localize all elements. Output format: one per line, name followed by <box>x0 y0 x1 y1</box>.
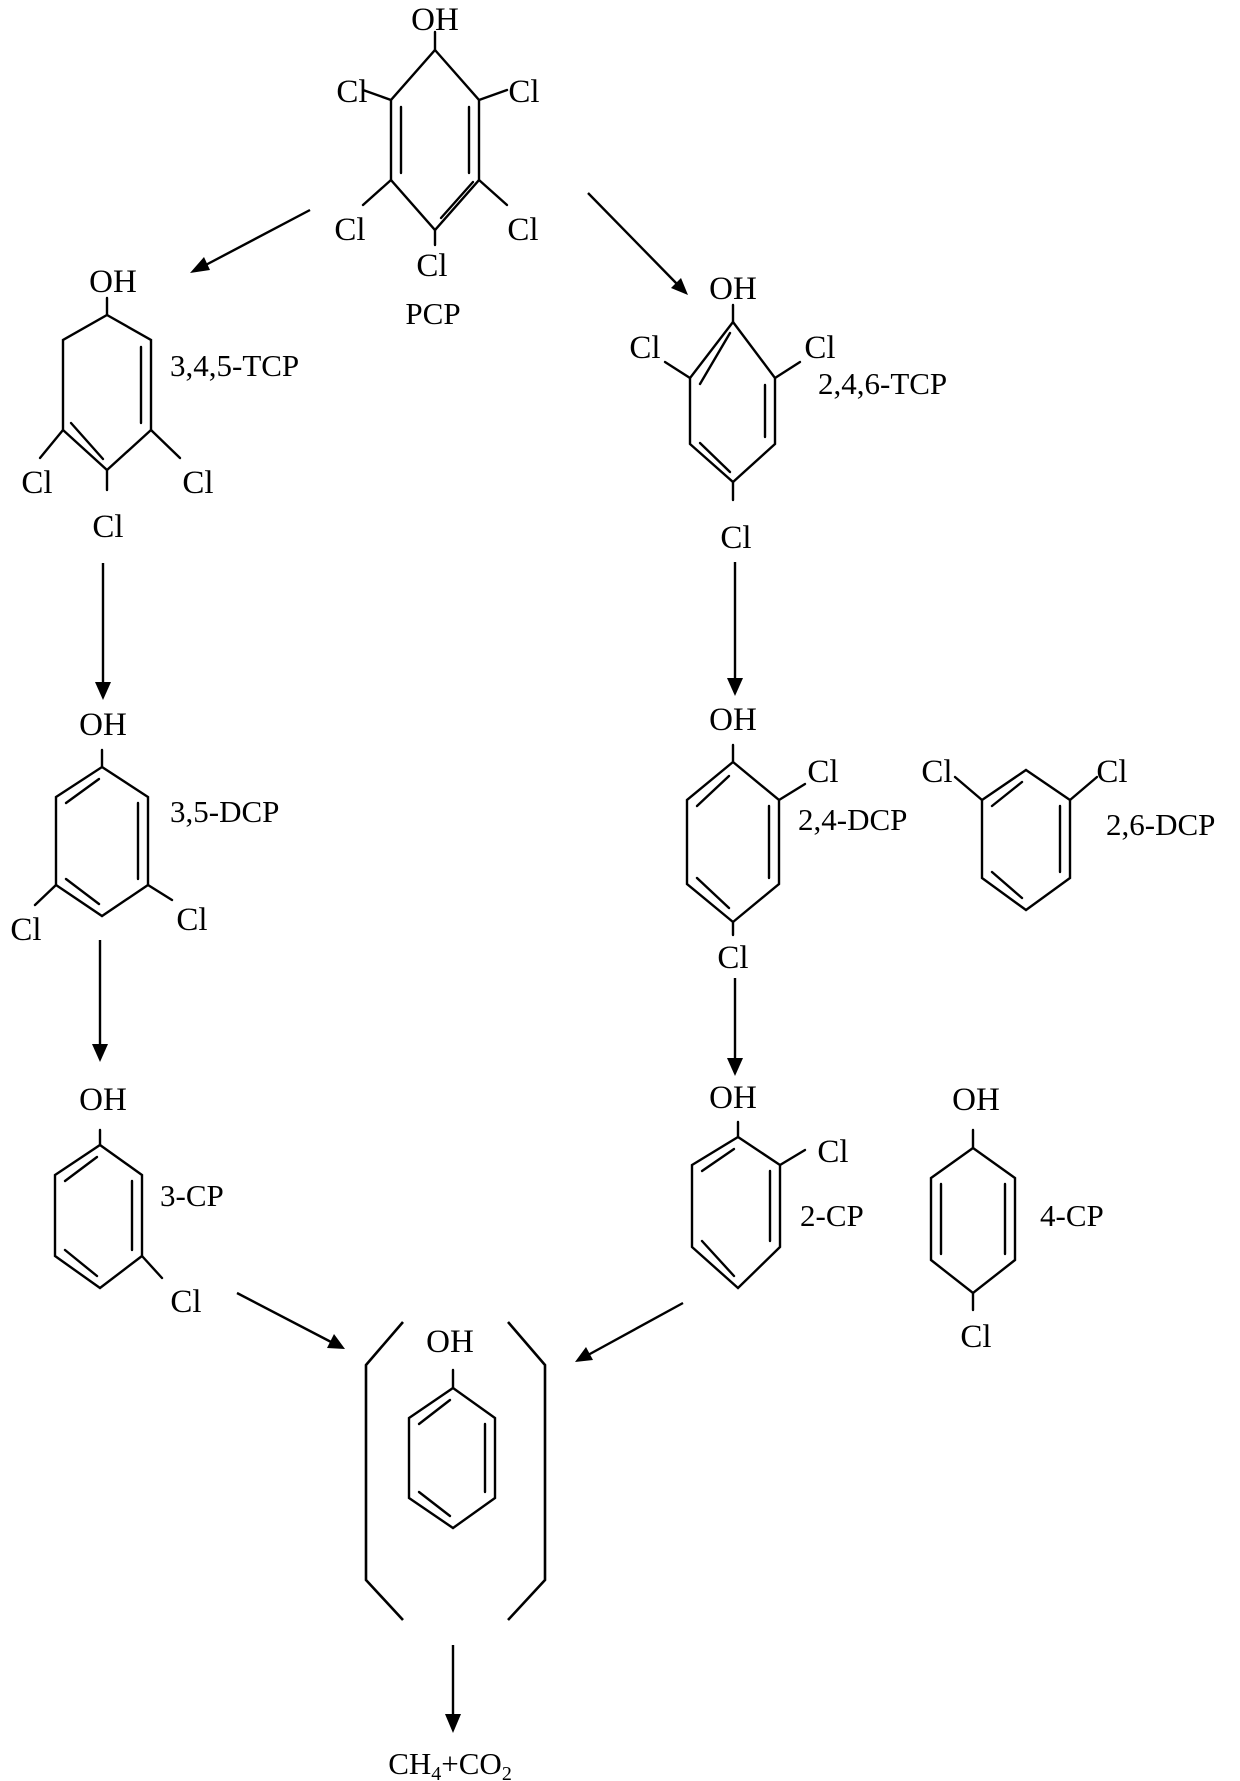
cp-2-compound-label: 2-CP <box>800 1198 864 1233</box>
cp-4-cl-label: Cl <box>960 1319 991 1355</box>
pcp-cl-6-label: Cl <box>508 74 539 110</box>
dcp-24-compound-label: 2,4-DCP <box>798 802 907 837</box>
benzene-ring-dcp-35 <box>33 748 174 918</box>
pcp-compound-label: PCP <box>405 296 460 331</box>
dcp-35-oh-label: OH <box>79 707 127 743</box>
plus-co-text: +CO <box>441 1746 502 1781</box>
pcp-oh-label: OH <box>411 2 459 38</box>
arrow-tcp-345-to-dcp-35 <box>95 563 111 700</box>
arrow-dcp-35-to-cp-3 <box>92 940 108 1062</box>
cp-3-cl-label: Cl <box>170 1284 201 1320</box>
dcp-26-compound-label: 2,6-DCP <box>1106 807 1215 842</box>
bracket-right <box>507 1321 547 1621</box>
molecule-cp-3: OH Cl 3-CP <box>53 1082 224 1320</box>
dcp-26-cl-right-label: Cl <box>1096 754 1127 790</box>
cp-4-oh-label: OH <box>952 1082 1000 1118</box>
tcp-246-oh-label: OH <box>709 271 757 307</box>
arrow-pcp-to-tcp-345 <box>190 208 311 273</box>
molecule-tcp-246: OH Cl Cl Cl 2,4,6-TCP <box>629 271 947 556</box>
molecule-tcp-345: OH Cl Cl Cl 3,4,5-TCP <box>21 264 299 545</box>
arrow-dcp-24-to-cp-2 <box>727 978 743 1076</box>
benzene-ring-pcp <box>361 30 509 247</box>
benzene-ring-tcp-345 <box>38 296 182 492</box>
dcp-24-cl-2-label: Cl <box>807 754 838 790</box>
dcp-35-cl-5-label: Cl <box>176 902 207 938</box>
dcp-24-cl-4-label: Cl <box>717 940 748 976</box>
benzene-ring-dcp-24 <box>685 743 807 937</box>
molecule-pcp: OH Cl Cl Cl Cl Cl PCP <box>334 2 539 331</box>
co-subscript: 2 <box>502 1763 512 1781</box>
benzene-ring-cp-3 <box>53 1128 164 1290</box>
pcp-cl-3-label: Cl <box>334 212 365 248</box>
dcp-24-oh-label: OH <box>709 702 757 738</box>
benzene-ring-phenol <box>407 1368 497 1530</box>
benzene-ring-cp-2 <box>690 1120 807 1290</box>
bracket-left <box>364 1321 404 1621</box>
cp-2-cl-label: Cl <box>817 1134 848 1170</box>
tcp-246-cl-2-label: Cl <box>629 330 660 366</box>
tcp-345-compound-label: 3,4,5-TCP <box>170 348 299 383</box>
cp-4-compound-label: 4-CP <box>1040 1198 1104 1233</box>
molecule-dcp-26: Cl Cl 2,6-DCP <box>921 754 1215 912</box>
tcp-345-oh-label: OH <box>89 264 137 300</box>
tcp-345-cl-3-label: Cl <box>21 465 52 501</box>
arrow-cp-2-to-phenol <box>575 1301 684 1362</box>
molecule-dcp-24: OH Cl Cl 2,4-DCP <box>685 702 907 976</box>
dcp-35-compound-label: 3,5-DCP <box>170 794 279 829</box>
ch-text: CH <box>388 1746 431 1781</box>
tcp-246-cl-6-label: Cl <box>804 330 835 366</box>
dcp-35-cl-3-label: Cl <box>10 912 41 948</box>
benzene-ring-dcp-26 <box>953 768 1099 912</box>
molecule-dcp-35: OH Cl Cl 3,5-DCP <box>10 707 279 948</box>
cp-3-compound-label: 3-CP <box>160 1178 224 1213</box>
pcp-cl-4-label: Cl <box>416 248 447 284</box>
molecule-phenol: OH <box>364 1321 547 1621</box>
tcp-345-cl-4-label: Cl <box>92 509 123 545</box>
pcp-cl-2-label: Cl <box>336 74 367 110</box>
pcp-cl-5-label: Cl <box>507 212 538 248</box>
phenol-oh-label: OH <box>426 1324 474 1360</box>
ch-subscript: 4 <box>431 1763 441 1781</box>
final-products-label: CH4+CO2 <box>388 1746 512 1781</box>
dcp-26-cl-left-label: Cl <box>921 754 952 790</box>
tcp-345-cl-5-label: Cl <box>182 465 213 501</box>
arrow-pcp-to-tcp-246 <box>587 192 688 295</box>
arrow-cp-3-to-phenol <box>236 1291 345 1349</box>
arrow-tcp-246-to-dcp-24 <box>727 562 743 696</box>
cp-2-oh-label: OH <box>709 1080 757 1116</box>
benzene-ring-tcp-246 <box>663 303 802 502</box>
cp-3-oh-label: OH <box>79 1082 127 1118</box>
molecule-cp-4: OH Cl 4-CP <box>929 1082 1104 1355</box>
benzene-ring-cp-4 <box>929 1128 1017 1312</box>
arrow-phenol-to-products <box>445 1645 461 1733</box>
tcp-246-compound-label: 2,4,6-TCP <box>818 366 947 401</box>
tcp-246-cl-4-label: Cl <box>720 520 751 556</box>
molecule-cp-2: OH Cl 2-CP <box>690 1080 864 1290</box>
